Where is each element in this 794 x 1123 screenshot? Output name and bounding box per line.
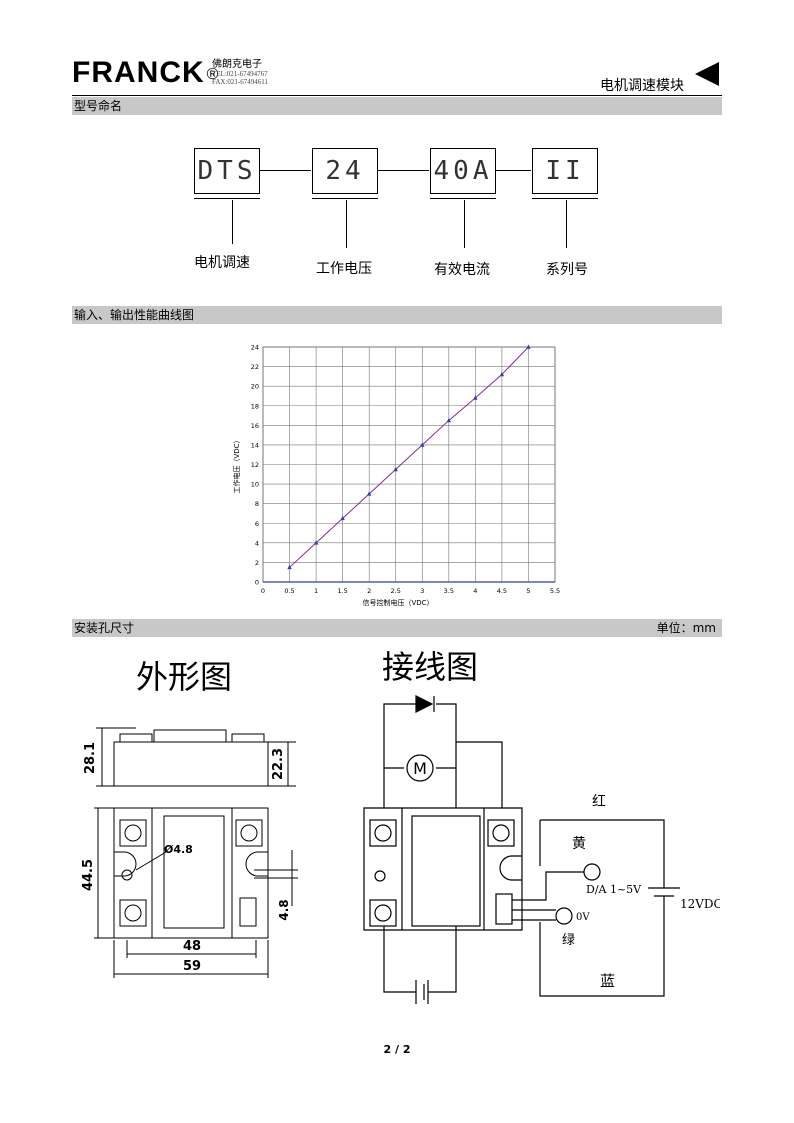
model-underline — [312, 198, 378, 199]
chart-y-tick-label: 6 — [255, 520, 259, 528]
unit-label: 单位：mm — [656, 621, 716, 635]
chart-data-point — [340, 515, 345, 521]
wire-yellow-label: 黄 — [572, 835, 586, 852]
model-connector — [495, 170, 531, 171]
chart-data-point — [499, 371, 505, 377]
chart-x-tick-label: 1 — [314, 587, 318, 595]
chart-x-tick-label: 0.5 — [284, 587, 294, 595]
chart-x-tick-label: 4.5 — [497, 587, 507, 595]
chart-x-axis-label: 信号控制电压（VDC） — [362, 598, 433, 607]
wire-red-label: 红 — [592, 794, 606, 810]
chart-data-point — [366, 491, 372, 496]
section-title: 输入、输出性能曲线图 — [74, 308, 195, 322]
header-divider — [72, 95, 722, 96]
label-motor-speed: 电机调速 — [194, 255, 250, 271]
chart-data-point — [446, 417, 452, 423]
dim-width: 59 — [183, 959, 201, 974]
model-part-series: DTS — [194, 148, 260, 194]
chart-y-tick-label: 4 — [255, 539, 259, 547]
chart-y-tick-label: 16 — [251, 422, 259, 430]
chart-y-tick-label: 22 — [251, 363, 259, 371]
chart-data-point — [526, 344, 531, 349]
dim-depth: 44.5 — [81, 859, 96, 891]
company-name: 佛朗克电子 — [212, 59, 262, 70]
chart-y-tick-label: 0 — [255, 579, 259, 587]
model-part-generation: II — [532, 148, 598, 194]
supply-voltage-label: 12VDC — [680, 897, 720, 911]
section-header-curve: 输入、输出性能曲线图 — [72, 306, 722, 324]
chart-x-tick-label: 2.5 — [391, 587, 401, 595]
chart-x-tick-label: 3 — [420, 587, 424, 595]
chart-x-tick-label: 1.5 — [337, 587, 347, 595]
wiring-diagram-title: 接线图 — [382, 648, 479, 686]
wire-blue-label: 蓝 — [600, 972, 615, 990]
label-series-number: 系列号 — [546, 262, 588, 278]
section-title: 安装孔尺寸 — [74, 621, 135, 635]
section-title: 型号命名 — [74, 99, 123, 113]
chart-series — [263, 344, 555, 583]
label-working-voltage: 工作电压 — [316, 261, 372, 277]
document-title: 电机调速模块 — [600, 78, 684, 94]
chart-y-tick-label: 14 — [251, 441, 259, 449]
dim-height-total: 28.1 — [83, 742, 98, 774]
registered-mark: ® — [206, 66, 220, 83]
dim-hole-diameter: Ø4.8 — [164, 843, 193, 856]
chart-x-tick-label: 5 — [526, 587, 530, 595]
chart-grid — [262, 346, 556, 583]
outline-drawing: 28.1 22.3 44.5 Ø4.8 48 59 4.8 — [81, 727, 298, 978]
chart-data-point — [287, 564, 292, 570]
model-connector — [377, 170, 429, 171]
chart-data-point — [313, 540, 319, 545]
chart-x-tick-label: 2 — [367, 587, 371, 595]
chart-y-tick-label: 18 — [251, 402, 259, 410]
model-part-current: 40A — [430, 148, 496, 194]
model-part-voltage: 24 — [312, 148, 378, 194]
dim-height-body: 22.3 — [271, 748, 286, 780]
company-tel: TEL:021-67494767 — [212, 70, 268, 78]
model-leader — [464, 200, 465, 248]
chart-data-point — [393, 466, 398, 472]
chart-x-tick-label: 5.5 — [550, 587, 560, 595]
outline-drawing-title: 外形图 — [136, 658, 233, 696]
chart-y-axis-label: 工作电压（VDC） — [232, 436, 241, 493]
model-leader — [232, 200, 233, 244]
chart-data-point — [473, 395, 478, 400]
chart-x-tick-label: 3.5 — [444, 587, 454, 595]
company-fax: FAX:021-67494611 — [212, 78, 268, 86]
section-header-naming: 型号命名 — [72, 97, 722, 115]
model-underline — [430, 198, 496, 199]
chart-x-tick-label: 0 — [261, 587, 265, 595]
triangle-left-icon — [695, 62, 719, 86]
dim-hole-spacing: 48 — [183, 939, 201, 954]
wiring-diagram: M 红 黄 D/A 1~5V 0V 绿 12VDC 蓝 — [363, 695, 720, 1004]
model-leader — [346, 200, 347, 248]
section-header-mounting: 安装孔尺寸 单位：mm — [72, 619, 722, 637]
chart-y-tick-label: 10 — [251, 481, 259, 489]
chart-x-tick-label: 4 — [473, 587, 477, 595]
page-number: 2 / 2 — [383, 1043, 411, 1056]
dim-slot: 4.8 — [277, 899, 291, 920]
chart-series-line — [289, 346, 529, 568]
company-logo: FRANCK® — [72, 56, 219, 90]
ground-label: 0V — [576, 912, 590, 923]
chart-y-tick-label: 2 — [255, 559, 259, 567]
logo-text: FRANCK — [72, 56, 205, 89]
model-leader — [566, 200, 567, 248]
label-effective-current: 有效电流 — [434, 262, 490, 278]
chart-y-tick-label: 20 — [251, 383, 259, 391]
model-underline — [532, 198, 598, 199]
chart-y-tick-label: 8 — [255, 500, 259, 508]
model-connector — [259, 170, 311, 171]
signal-input-label: D/A 1~5V — [586, 883, 642, 896]
chart-data-point — [420, 442, 425, 447]
chart-y-tick-label: 24 — [251, 344, 259, 352]
company-info: 佛朗克电子 TEL:021-67494767 FAX:021-67494611 — [212, 59, 268, 86]
model-underline — [194, 198, 260, 199]
motor-symbol: M — [413, 759, 427, 778]
chart-y-tick-label: 12 — [251, 461, 259, 469]
wire-green-label: 绿 — [562, 933, 575, 948]
